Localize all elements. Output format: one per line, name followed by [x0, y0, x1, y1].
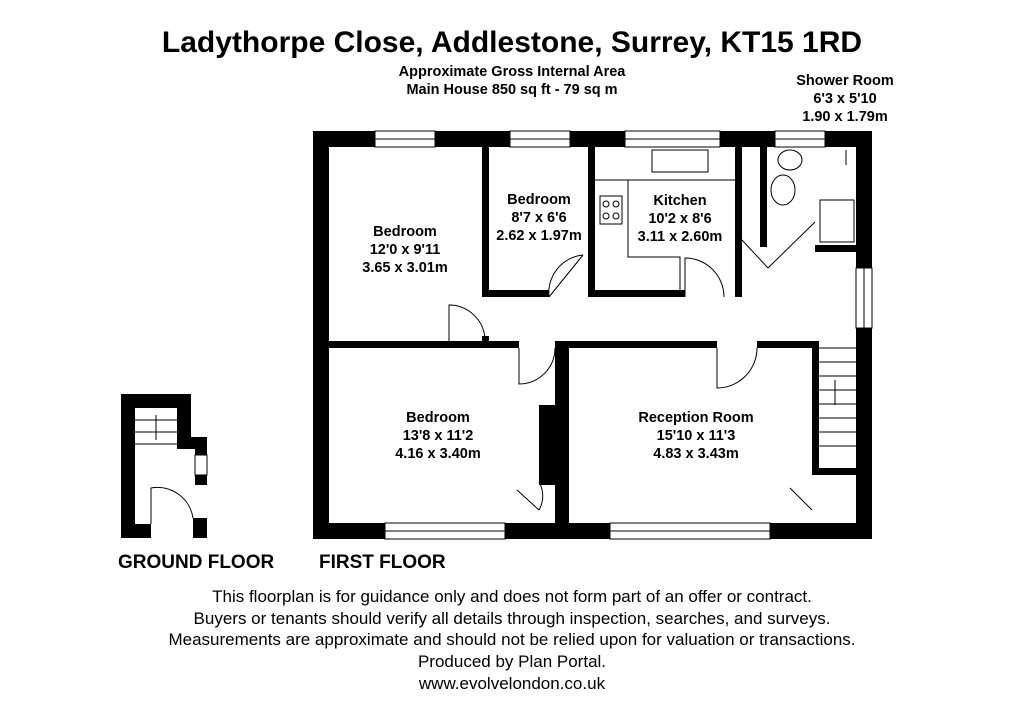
first-floor-label: FIRST FLOOR [319, 552, 446, 573]
disclaimer-line-1: This floorplan is for guidance only and … [212, 587, 812, 606]
bedroom-lower-metric: 4.16 x 3.40m [395, 446, 480, 462]
wall-right [856, 131, 872, 539]
producer-credit: Produced by Plan Portal. [417, 652, 607, 671]
kitchen-worktop [595, 179, 681, 290]
bedroom-left-imperial: 12'0 x 9'11 [370, 242, 441, 258]
reception-imperial: 15'10 x 11'3 [657, 428, 736, 444]
website-link[interactable]: www.evolvelondon.co.uk [418, 674, 606, 693]
doors [448, 221, 816, 511]
wall-centre-divider [555, 341, 569, 523]
wall-reception-top-b [757, 341, 819, 348]
shower-room-name: Shower Room [796, 73, 894, 89]
wall-kitchen-bottom [595, 290, 685, 297]
wall-reception-top-a [555, 341, 717, 348]
chimney-breast [539, 405, 557, 485]
wall-stair-left [812, 341, 819, 471]
bedroom-lower-imperial: 13'8 x 11'2 [403, 428, 474, 444]
area-heading: Approximate Gross Internal Area [398, 64, 626, 80]
bedroom-left-metric: 3.65 x 3.01m [362, 260, 447, 276]
wall-bedroom-divider [482, 147, 489, 297]
wall-small-bedroom-bottom [489, 290, 549, 297]
gf-wall-right-upper [177, 394, 191, 444]
wall-kitchen-right [735, 147, 742, 297]
bedroom-small-imperial: 8'7 x 6'6 [511, 210, 566, 226]
disclaimer-line-3: Measurements are approximate and should … [168, 630, 856, 649]
wall-left [313, 131, 329, 539]
kitchen-hob [599, 195, 623, 225]
door-cupboard-right [789, 487, 813, 511]
disclaimer-line-2: Buyers or tenants should verify all deta… [193, 609, 831, 628]
kitchen-metric: 3.11 x 2.60m [638, 229, 723, 245]
kitchen-fittings [595, 149, 735, 290]
wall-shower-left [760, 147, 767, 247]
kitchen-sink [651, 149, 709, 173]
shower-tray [819, 199, 855, 243]
toilet-icon [777, 149, 803, 171]
first-floor-walls [313, 131, 872, 539]
shower-fittings [770, 149, 855, 243]
page-title: Ladythorpe Close, Addlestone, Surrey, KT… [161, 26, 863, 59]
bedroom-left-name: Bedroom [373, 224, 437, 240]
basin-icon [770, 174, 796, 206]
door-bedroom-left [448, 304, 486, 342]
area-value: Main House 850 sq ft - 79 sq m [406, 82, 618, 98]
kitchen-imperial: 10'2 x 8'6 [648, 211, 711, 227]
gf-front-door [150, 486, 194, 524]
ground-floor-details [135, 415, 208, 524]
gf-wall-bottom-right [193, 518, 207, 538]
stairs-first-floor [819, 347, 856, 447]
room-labels: Bedroom 12'0 x 9'11 3.65 x 3.01m Bedroom… [362, 192, 753, 462]
door-reception [716, 347, 758, 389]
windows [374, 130, 873, 540]
ground-floor-walls [121, 394, 207, 538]
door-shower [741, 239, 769, 269]
bedroom-small-name: Bedroom [507, 192, 571, 208]
gf-wall-bottom-left [121, 524, 151, 538]
wall-cupboard-top [812, 468, 856, 475]
door-shower-b [767, 221, 816, 269]
wall-lower-top [329, 341, 519, 348]
door-kitchen [684, 257, 725, 298]
reception-metric: 4.83 x 3.43m [653, 446, 738, 462]
ground-floor-label: GROUND FLOOR [118, 552, 275, 573]
gf-wall-top [121, 394, 191, 408]
reception-name: Reception Room [638, 410, 753, 426]
door-cupboard [516, 481, 544, 511]
gf-wall-left [121, 394, 135, 538]
bedroom-small-metric: 2.62 x 1.97m [496, 228, 581, 244]
wall-kitchen-divider [588, 147, 595, 297]
shower-room-imperial: 6'3 x 5'10 [813, 91, 877, 107]
door-bedroom-lower [518, 347, 556, 385]
kitchen-name: Kitchen [653, 193, 706, 209]
bedroom-lower-name: Bedroom [406, 410, 470, 426]
shower-room-metric: 1.90 x 1.79m [802, 109, 888, 125]
wall-shower-bottom [815, 245, 856, 252]
door-bedroom-small [548, 254, 584, 298]
wall-top [313, 131, 872, 147]
